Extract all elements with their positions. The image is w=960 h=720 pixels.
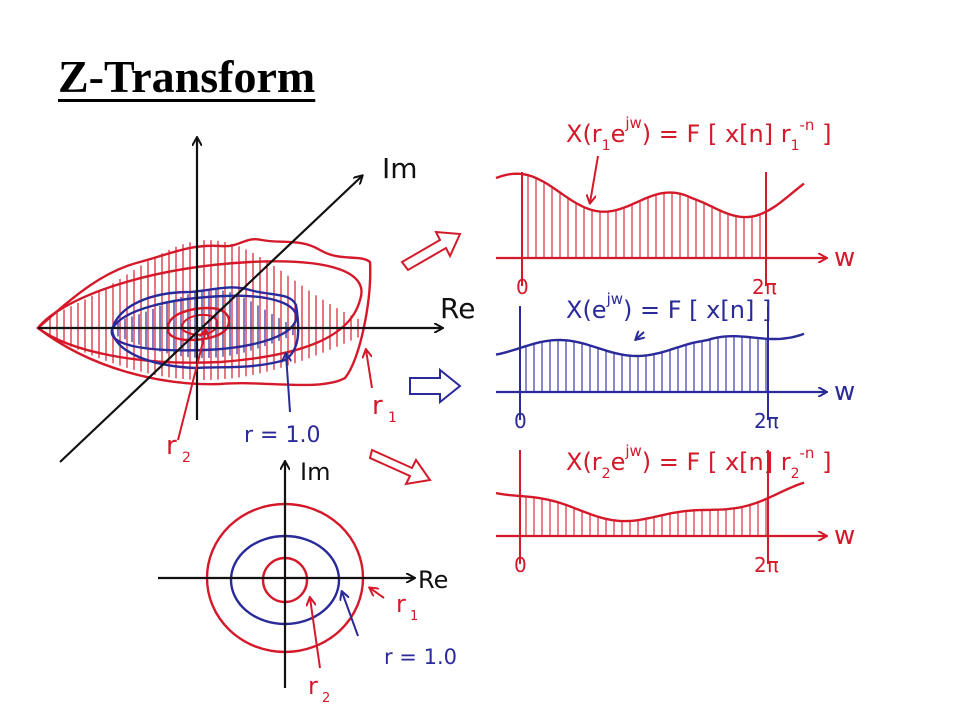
arrow-to-r1-spectrum xyxy=(400,230,462,272)
spectrum-pointer xyxy=(590,155,599,203)
surface-r1-subscript: 1 xyxy=(388,410,397,426)
surface-r2-label: r xyxy=(166,431,177,461)
surface-imag-label: Im xyxy=(382,152,418,185)
surface-r1-pointer xyxy=(366,350,373,389)
spectrum-w-label: w xyxy=(834,377,855,407)
plane-r2-label: r xyxy=(308,672,318,700)
plane-real-label: Re xyxy=(418,566,448,594)
surface-unit-label: r = 1.0 xyxy=(244,423,320,448)
surface-r2-contour xyxy=(166,306,231,342)
plane-r1-label: r xyxy=(396,590,406,618)
spectrum-zero-label: 0 xyxy=(514,409,527,433)
spectrum-curve xyxy=(495,172,805,219)
spectrum-2pi-label: 2π xyxy=(754,553,779,577)
plane-r2-pointer xyxy=(310,598,321,669)
slide-title: Z-Transform xyxy=(58,51,316,102)
surface-plot: Im Re r 1 r 2 r = 1.0 xyxy=(36,138,475,466)
spectrum-zero-label: 0 xyxy=(514,553,527,577)
plane-r1-subscript: 1 xyxy=(410,609,418,624)
plane-unit-label: r = 1.0 xyxy=(384,645,457,669)
surface-height-axis xyxy=(59,176,362,463)
surface-r1-top-curve xyxy=(36,237,372,387)
transition-arrows xyxy=(368,230,462,486)
spectrum-zero-label: 0 xyxy=(516,275,529,299)
spectrum-curve xyxy=(495,481,805,523)
spectrum-curve xyxy=(495,332,805,358)
spectrum-panel-3: 0 2π w X(r2ejw) = F [ x[n] r2-n ] xyxy=(495,442,855,577)
spectrum-w-label: w xyxy=(834,521,855,551)
plane-imag-label: Im xyxy=(300,458,330,486)
spectrum-panel-1: 0 2π w X(r1ejw) = F [ x[n] r1-n ] xyxy=(495,114,855,299)
spectrum-equation: X(ejw) = F [ x[n] ] xyxy=(566,290,771,324)
surface-r2-subscript: 2 xyxy=(182,450,191,466)
plane-plot: Im Re r 1 r = 1.0 r 2 xyxy=(158,458,457,706)
spectrum-equation: X(r2ejw) = F [ x[n] r2-n ] xyxy=(566,442,831,482)
plane-unit-pointer xyxy=(342,592,359,637)
surface-unit-pointer xyxy=(286,354,290,413)
surface-r2-pointer xyxy=(177,330,206,441)
spectrum-2pi-label: 2π xyxy=(754,409,779,433)
spectrum-equation: X(r1ejw) = F [ x[n] r1-n ] xyxy=(566,114,831,154)
surface-unit-top-curve xyxy=(110,286,300,370)
surface-r1-label: r xyxy=(372,391,383,421)
spectrum-pointer xyxy=(636,332,644,339)
arrow-to-unit-spectrum xyxy=(409,367,462,405)
plane-r2-subscript: 2 xyxy=(322,691,330,706)
surface-real-label: Re xyxy=(440,292,475,325)
surface-unit-base-contour xyxy=(110,294,298,352)
spectrum-w-label: w xyxy=(834,243,855,273)
arrow-to-r2-spectrum xyxy=(368,448,432,486)
surface-r1-base-contour xyxy=(36,260,363,364)
spectrum-panel-2: 0 2π w X(ejw) = F [ x[n] ] xyxy=(495,290,855,433)
surface-r1-hatching xyxy=(49,240,359,380)
plane-r1-pointer xyxy=(370,588,385,599)
spectrum-2pi-label: 2π xyxy=(752,275,777,299)
